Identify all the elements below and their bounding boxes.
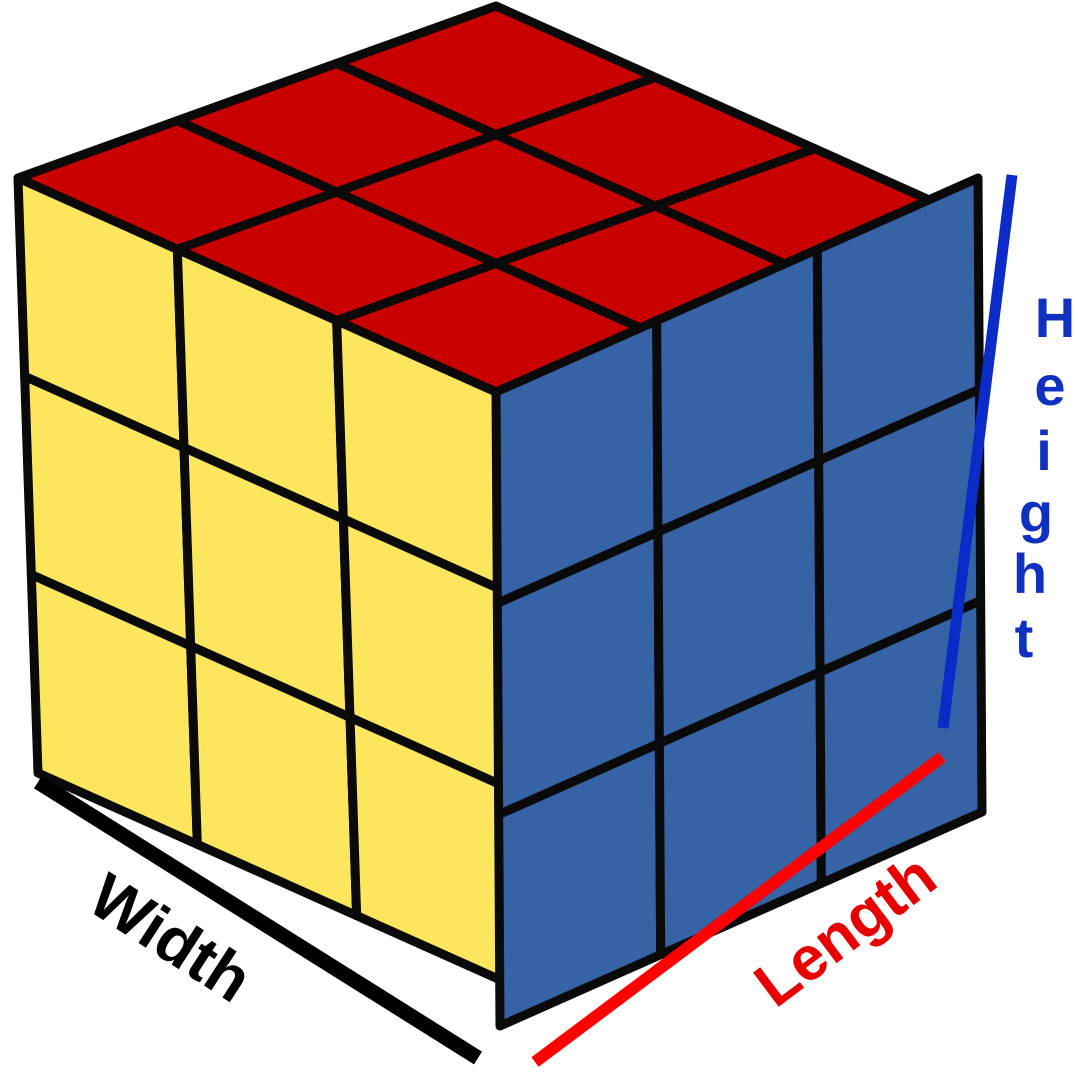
height-label-letter: e <box>1034 354 1065 417</box>
width-label: Width <box>77 859 265 1016</box>
height-label-letter: h <box>1013 542 1047 605</box>
height-label-letter: t <box>1015 606 1034 669</box>
height-label-letter: g <box>1019 481 1053 544</box>
height-label-letter: H <box>1035 286 1075 349</box>
height-label-letter: i <box>1036 419 1052 482</box>
cube <box>18 6 982 1026</box>
height-label: H e i g h t <box>1013 286 1075 669</box>
